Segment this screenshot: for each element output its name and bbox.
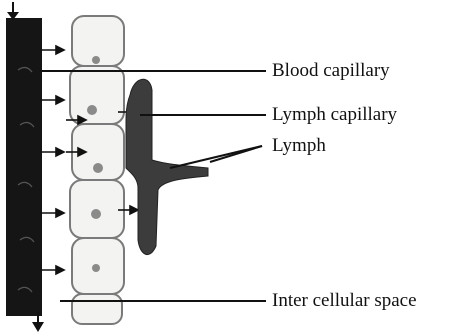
label-lymph-capillary: Lymph capillary [272, 105, 397, 124]
blood-capillary-vessel [6, 2, 64, 332]
lymph-capillary-vessel [126, 79, 208, 254]
tissue-cells [66, 16, 138, 324]
label-blood-capillary: Blood capillary [272, 61, 390, 80]
arrow-down-icon [7, 2, 19, 20]
label-lymph: Lymph [272, 136, 326, 155]
label-intercellular-space: Inter cellular space [272, 291, 417, 310]
